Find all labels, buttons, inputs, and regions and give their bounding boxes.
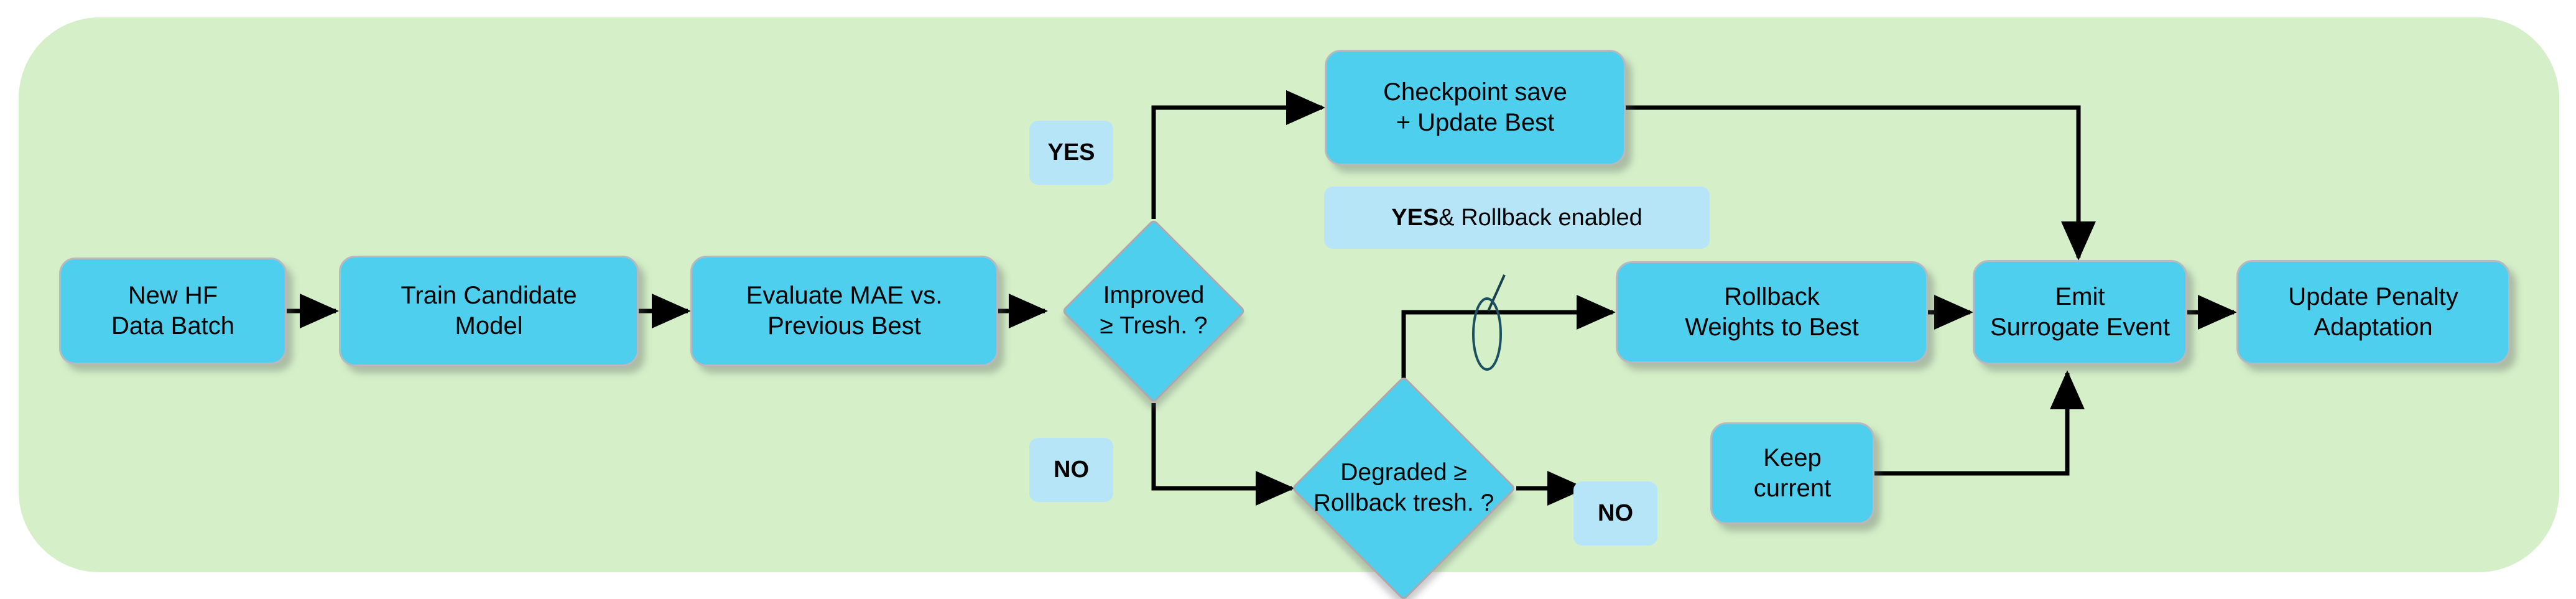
edge-label-yes-improved: YES	[1029, 121, 1113, 185]
node-label-line2: + Update Best	[1396, 109, 1555, 136]
decision-label-line1: Degraded ≥	[1340, 459, 1467, 486]
node-train-candidate-model[interactable]: Train Candidate Model	[339, 256, 639, 366]
node-checkpoint-save[interactable]: Checkpoint save + Update Best	[1325, 50, 1626, 165]
node-label-line1: Rollback	[1724, 283, 1820, 311]
node-improved-decision[interactable]: Improved ≥ Tresh. ?	[1061, 218, 1246, 404]
node-label-line1: Evaluate MAE vs.	[746, 282, 943, 310]
edge-label-text: YES	[1047, 139, 1095, 165]
node-evaluate-mae[interactable]: Evaluate MAE vs. Previous Best	[690, 256, 998, 366]
node-label-line1: Keep	[1763, 444, 1822, 472]
node-label-line2: Surrogate Event	[1990, 313, 2171, 341]
node-label-line1: Emit	[2055, 283, 2105, 311]
edge-label-text: NO	[1598, 500, 1633, 526]
decision-label-line1: Improved	[1103, 282, 1205, 309]
node-label-line1: Checkpoint save	[1383, 78, 1567, 106]
node-degraded-decision[interactable]: Degraded ≥ Rollback tresh. ?	[1290, 375, 1517, 599]
node-label-line2: Model	[455, 312, 523, 340]
node-label-line1: Update Penalty	[2288, 283, 2458, 311]
decision-label-line2: Rollback tresh. ?	[1313, 490, 1494, 516]
edge-label-text-rest: & Rollback enabled	[1439, 204, 1642, 231]
node-new-hf-data-batch[interactable]: New HF Data Batch	[59, 258, 287, 365]
node-label-line2: Data Batch	[111, 312, 234, 340]
decision-label: Degraded ≥ Rollback tresh. ?	[1286, 409, 1522, 568]
node-emit-surrogate-event[interactable]: Emit Surrogate Event	[1973, 260, 2187, 365]
node-label-line2: Adaptation	[2314, 313, 2433, 341]
node-rollback-weights[interactable]: Rollback Weights to Best	[1616, 261, 1928, 363]
decision-label: Improved ≥ Tresh. ?	[1057, 246, 1251, 376]
node-label-line2: Weights to Best	[1685, 313, 1859, 341]
edge-label-text-bold: YES	[1391, 204, 1439, 231]
edge-label-yes-rollback-enabled: YES & Rollback enabled	[1324, 187, 1710, 249]
node-label-line2: Previous Best	[767, 312, 921, 340]
node-label-line2: current	[1753, 475, 1832, 502]
edge-label-text: NO	[1054, 457, 1089, 483]
node-label-line1: New HF	[127, 282, 218, 310]
edge-label-no-improved: NO	[1029, 438, 1113, 502]
decision-label-line2: ≥ Tresh. ?	[1100, 312, 1208, 339]
node-update-penalty-adaptation[interactable]: Update Penalty Adaptation	[2236, 260, 2510, 365]
node-keep-current[interactable]: Keep current	[1710, 422, 1874, 524]
edge-label-no-degraded: NO	[1573, 481, 1657, 546]
node-label-line1: Train Candidate	[401, 282, 577, 310]
